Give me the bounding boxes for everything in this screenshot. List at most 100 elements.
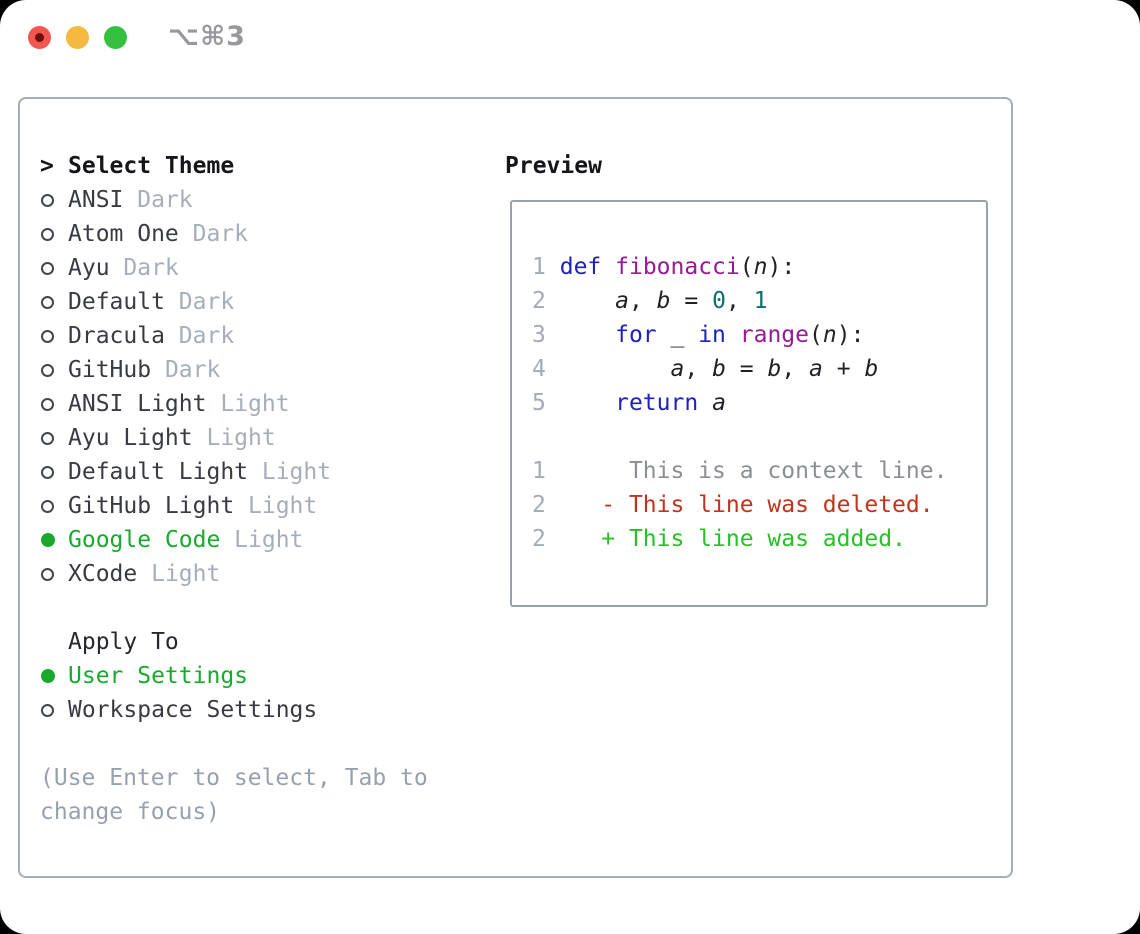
radio-icon [41, 669, 55, 683]
radio-icon [41, 193, 54, 207]
preview-header: Preview [505, 149, 1011, 183]
radio-icon [41, 703, 54, 717]
diff-line: 2 - This line was deleted. [532, 492, 934, 518]
theme-variant: Dark [178, 323, 235, 349]
marker-cell [40, 363, 68, 377]
marker-cell [40, 465, 68, 479]
marker-cell [40, 329, 68, 343]
apply-to-label: User Settings [68, 663, 249, 689]
theme-option[interactable]: Google Code Light [40, 523, 505, 557]
theme-option[interactable]: XCode Light [40, 557, 505, 591]
diff-sample: 1 This is a context line. 2 - This line w… [532, 454, 986, 556]
gap [532, 420, 986, 454]
theme-variant: Light [220, 391, 290, 417]
radio-icon [41, 397, 54, 411]
radio-icon [41, 431, 54, 445]
code-sample: 1 def fibonacci(n): 2 a, b = 0, 1 3 for _ … [532, 250, 986, 420]
code-line: 1 def fibonacci(n): [532, 254, 796, 280]
marker-cell [40, 397, 68, 411]
theme-name: Default Light [68, 459, 249, 485]
theme-variant: Light [206, 425, 276, 451]
gap [40, 591, 505, 625]
code-line: 3 for _ in range(n): [532, 322, 865, 348]
theme-option[interactable]: GitHub Light Light [40, 489, 505, 523]
marker-cell [40, 227, 68, 241]
theme-name: Ayu Light [68, 425, 193, 451]
theme-option[interactable]: GitHub Dark [40, 353, 505, 387]
help-text: (Use Enter to select, Tab to change focus… [40, 761, 505, 829]
radio-icon [41, 227, 54, 241]
preview-box: 1 def fibonacci(n): 2 a, b = 0, 1 3 for _ … [510, 200, 988, 607]
theme-variant: Dark [192, 221, 249, 247]
marker-cell [40, 567, 68, 581]
theme-name: Google Code [68, 527, 221, 553]
theme-name: GitHub [68, 357, 152, 383]
marker-cell [40, 703, 68, 717]
apply-to-title: Apply To [68, 629, 179, 655]
preview-column: Preview 1 def fibonacci(n): 2 a, b = 0, 1… [505, 149, 1011, 876]
keyboard-shortcut-label: ⌥⌘3 [168, 21, 246, 52]
theme-name: ANSI Light [68, 391, 207, 417]
theme-variant: Dark [137, 187, 193, 213]
apply-to-option[interactable]: Workspace Settings [40, 693, 505, 727]
theme-variant: Light [234, 527, 304, 553]
theme-name: Ayu [68, 255, 110, 281]
gap [40, 727, 505, 761]
apply-to-option[interactable]: User Settings [40, 659, 505, 693]
titlebar: ⌥⌘3 [28, 21, 246, 52]
preview-title: Preview [505, 153, 602, 179]
theme-variant: Dark [164, 357, 221, 383]
theme-variant: Dark [123, 255, 179, 281]
theme-name: XCode [68, 561, 138, 587]
theme-variant: Light [261, 459, 332, 485]
apply-to-label: Workspace Settings [68, 697, 318, 723]
diff-line: 1 This is a context line. [532, 458, 948, 484]
theme-variant: Dark [178, 289, 235, 315]
theme-option[interactable]: Dracula Dark [40, 319, 505, 353]
apply-to-list: User Settings Workspace Settings [40, 659, 505, 727]
apply-to-header: Apply To [40, 625, 505, 659]
diff-line: 2 + This line was added. [532, 526, 906, 552]
radio-icon [41, 363, 54, 377]
theme-name: Default [68, 289, 165, 315]
radio-icon [41, 533, 55, 547]
code-line: 2 a, b = 0, 1 [532, 288, 768, 314]
theme-option[interactable]: Ayu Light Light [40, 421, 505, 455]
theme-variant: Light [248, 493, 318, 519]
marker-cell [40, 295, 68, 309]
help-text-line: (Use Enter to select, Tab to [40, 765, 428, 791]
radio-icon [41, 295, 54, 309]
marker-cell [40, 261, 68, 275]
theme-option[interactable]: ANSI Light Light [40, 387, 505, 421]
theme-name: Dracula [68, 323, 165, 349]
close-icon[interactable] [28, 25, 51, 49]
radio-icon [41, 499, 54, 513]
radio-icon [41, 567, 54, 581]
help-text-line: change focus) [40, 799, 221, 825]
theme-option[interactable]: Atom One Dark [40, 217, 505, 251]
theme-option[interactable]: Default Light Light [40, 455, 505, 489]
radio-icon [41, 261, 54, 275]
select-theme-header: > Select Theme [40, 149, 505, 183]
theme-option[interactable]: Ayu Dark [40, 251, 505, 285]
marker-cell [40, 499, 68, 513]
zoom-icon[interactable] [104, 25, 127, 49]
focus-caret-icon: > [40, 153, 54, 179]
radio-icon [41, 465, 54, 479]
theme-variant: Light [151, 561, 221, 587]
theme-name: GitHub Light [68, 493, 235, 519]
minimize-icon[interactable] [66, 25, 89, 49]
code-line: 4 a, b = b, a + b [532, 356, 879, 382]
marker-cell [40, 533, 68, 547]
radio-icon [41, 329, 54, 343]
marker-cell [40, 431, 68, 445]
select-theme-title: Select Theme [68, 153, 235, 179]
theme-name: Atom One [68, 221, 179, 247]
marker-cell [40, 669, 68, 683]
theme-option[interactable]: Default Dark [40, 285, 505, 319]
